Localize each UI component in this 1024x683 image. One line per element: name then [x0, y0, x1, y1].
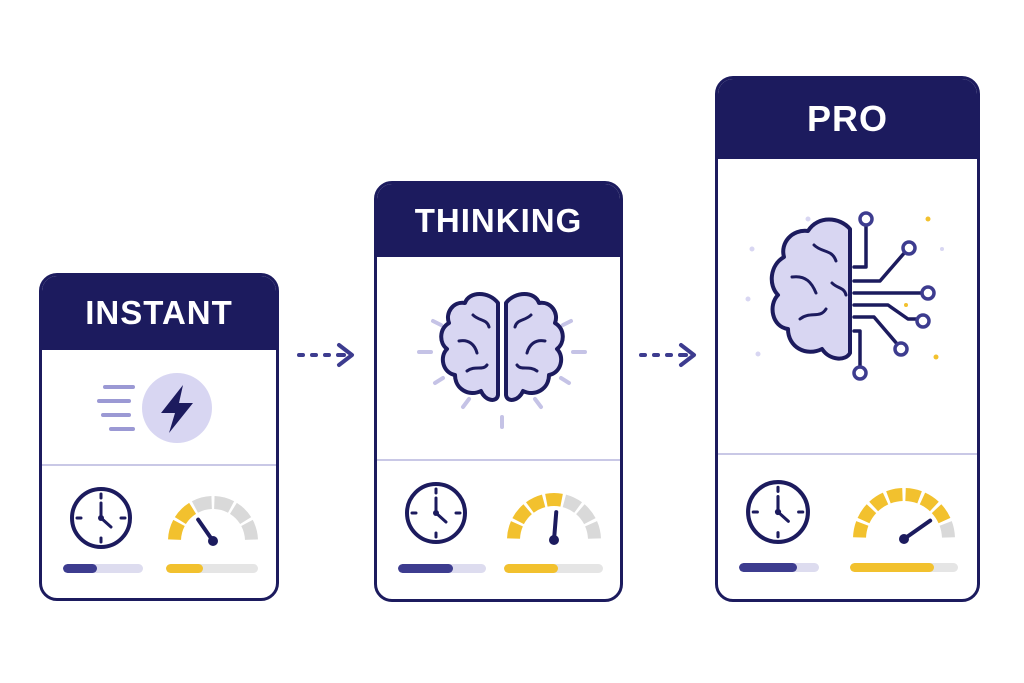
speed-gauge-icon: [505, 484, 603, 545]
speed-bar-fill: [166, 564, 203, 573]
time-bar: [63, 564, 143, 573]
clock-icon: [404, 481, 468, 545]
gauge-segment: [931, 504, 951, 524]
gauge-segment: [168, 519, 185, 540]
speed-gauge-icon: [851, 479, 957, 544]
gauge-segment: [857, 504, 877, 524]
card-header: THINKING: [377, 184, 620, 257]
time-bar: [398, 564, 486, 573]
time-bar-fill: [398, 564, 453, 573]
dotted-arrow-icon: [639, 342, 699, 368]
gauge-hub: [899, 534, 909, 544]
time-bar-fill: [63, 564, 97, 573]
dotted-arrow-icon: [297, 342, 357, 368]
time-bar-fill: [739, 563, 797, 572]
gauge-segment: [507, 521, 523, 539]
speed-bar: [166, 564, 258, 573]
speed-bar: [850, 563, 958, 572]
tier-title: THINKING: [414, 201, 583, 239]
clock-icon: [69, 486, 133, 550]
gauge-segment: [886, 488, 903, 504]
gauge-hub: [549, 535, 559, 545]
gauge-segment: [853, 521, 869, 538]
gauge-segment: [585, 521, 601, 539]
gauge-segment: [241, 519, 258, 540]
tier-title: PRO: [806, 98, 888, 139]
gauge-needle: [902, 518, 933, 541]
gauge-segment: [919, 492, 939, 512]
speed-gauge-icon: [166, 487, 260, 546]
speed-bar-fill: [504, 564, 559, 573]
card-divider: [42, 464, 276, 466]
gauge-segment: [562, 494, 583, 513]
gauge-segment: [214, 496, 235, 513]
speed-bar: [504, 564, 603, 573]
gauge-segment: [191, 496, 212, 513]
card-divider: [377, 459, 620, 461]
clock-icon: [745, 479, 811, 545]
gauge-segment: [525, 494, 546, 513]
gauge-segment: [576, 504, 596, 525]
speed-bar-fill: [850, 563, 935, 572]
gauge-segment: [939, 521, 955, 538]
gauge-segment: [905, 488, 922, 504]
gauge-segment: [229, 502, 252, 525]
brain-circuit-icon: [745, 209, 958, 389]
tier-card-instant: INSTANT: [39, 273, 279, 601]
gauge-segment: [545, 493, 563, 507]
card-header: PRO: [718, 79, 977, 159]
tier-card-pro: PRO: [715, 76, 980, 602]
time-bar: [739, 563, 819, 572]
brain-icon: [417, 279, 587, 429]
tier-card-thinking: THINKING: [374, 181, 623, 602]
gauge-segment: [512, 504, 532, 525]
tier-title: INSTANT: [85, 294, 233, 331]
card-header: INSTANT: [42, 276, 276, 350]
gauge-hub: [208, 536, 218, 546]
gauge-segment: [174, 502, 197, 525]
lightning-bolt-icon: [97, 371, 217, 451]
gauge-segment: [869, 492, 889, 512]
card-divider: [718, 453, 977, 455]
